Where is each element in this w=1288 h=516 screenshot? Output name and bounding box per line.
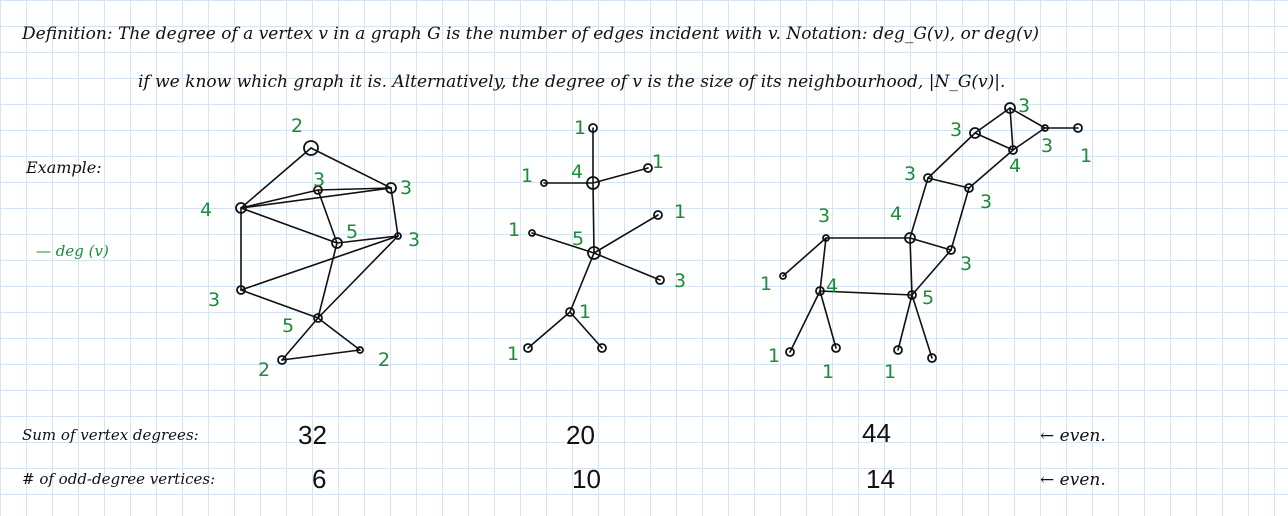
g2-degree-label: 3 (674, 270, 686, 292)
g3-odd-count: 14 (866, 464, 895, 494)
g3-degree-label: 5 (922, 287, 934, 309)
g2-degree-label: 1 (508, 219, 520, 241)
g2-degree-label: 1 (507, 343, 519, 365)
g3-degree-label: 3 (960, 253, 972, 275)
g3-degree-label: 1 (760, 273, 772, 295)
g1-degree-label: 3 (208, 289, 220, 311)
definition-line-2: if we know which graph it is. Alternativ… (138, 72, 1006, 92)
odd-row-label: # of odd-degree vertices: (22, 470, 216, 488)
g2-degree-label: 1 (574, 117, 586, 139)
g1-degree-label: 4 (200, 199, 212, 221)
g1-sum: 32 (298, 420, 327, 450)
g3-degree-label: 4 (826, 275, 838, 297)
g3-degree-label: 3 (980, 191, 992, 213)
g2-degree-label: 1 (521, 165, 533, 187)
legend-text: deg (v) (55, 242, 109, 260)
g3-degree-label: 4 (890, 203, 902, 225)
g2-degree-label: 4 (571, 161, 583, 183)
legend: — deg (v) (36, 242, 109, 260)
g2-degree-label: 5 (572, 228, 584, 250)
g3-degree-label: 3 (1041, 135, 1053, 157)
g3-degree-label: 1 (822, 361, 834, 383)
g3-degree-label: 3 (950, 119, 962, 141)
graph-2: 1 1 4 1 1 5 1 3 1 1 (507, 117, 686, 365)
g1-degree-label: 3 (400, 177, 412, 199)
g2-degree-label: 1 (652, 151, 664, 173)
g1-degree-label: 3 (408, 229, 420, 251)
g2-sum: 20 (566, 420, 595, 450)
g1-degree-label: 5 (346, 221, 358, 243)
g3-degree-label: 3 (818, 205, 830, 227)
g1-degree-label: 2 (258, 359, 270, 381)
example-label: Example: (26, 158, 102, 177)
g3-sum: 44 (862, 418, 891, 448)
g3-degree-label: 3 (1018, 95, 1030, 117)
g3-degree-label: 1 (884, 361, 896, 383)
g2-odd-count: 10 (572, 464, 601, 494)
g1-degree-label: 2 (378, 349, 390, 371)
g3-degree-label: 1 (768, 345, 780, 367)
legend-dash: — (36, 242, 51, 260)
g1-degree-label: 5 (282, 315, 294, 337)
sum-row-label: Sum of vertex degrees: (22, 426, 199, 444)
definition-line-1: Definition: The degree of a vertex v in … (22, 24, 1040, 44)
odd-even-note: ← even. (1040, 470, 1106, 490)
g3-degree-label: 4 (1009, 155, 1021, 177)
graph-3: 3 3 4 3 1 3 3 4 3 3 5 1 1 1 1 4 (760, 95, 1092, 383)
graph-1: 2 3 3 4 5 3 3 5 2 2 (200, 115, 420, 381)
g3-degree-label: 1 (1080, 145, 1092, 167)
g2-degree-label: 1 (579, 301, 591, 323)
g1-degree-label: 2 (291, 115, 303, 137)
g2-degree-label: 1 (674, 201, 686, 223)
sum-even-note: ← even. (1040, 426, 1106, 446)
g1-odd-count: 6 (312, 464, 327, 494)
g1-degree-label: 3 (313, 169, 325, 191)
g3-degree-label: 3 (904, 163, 916, 185)
